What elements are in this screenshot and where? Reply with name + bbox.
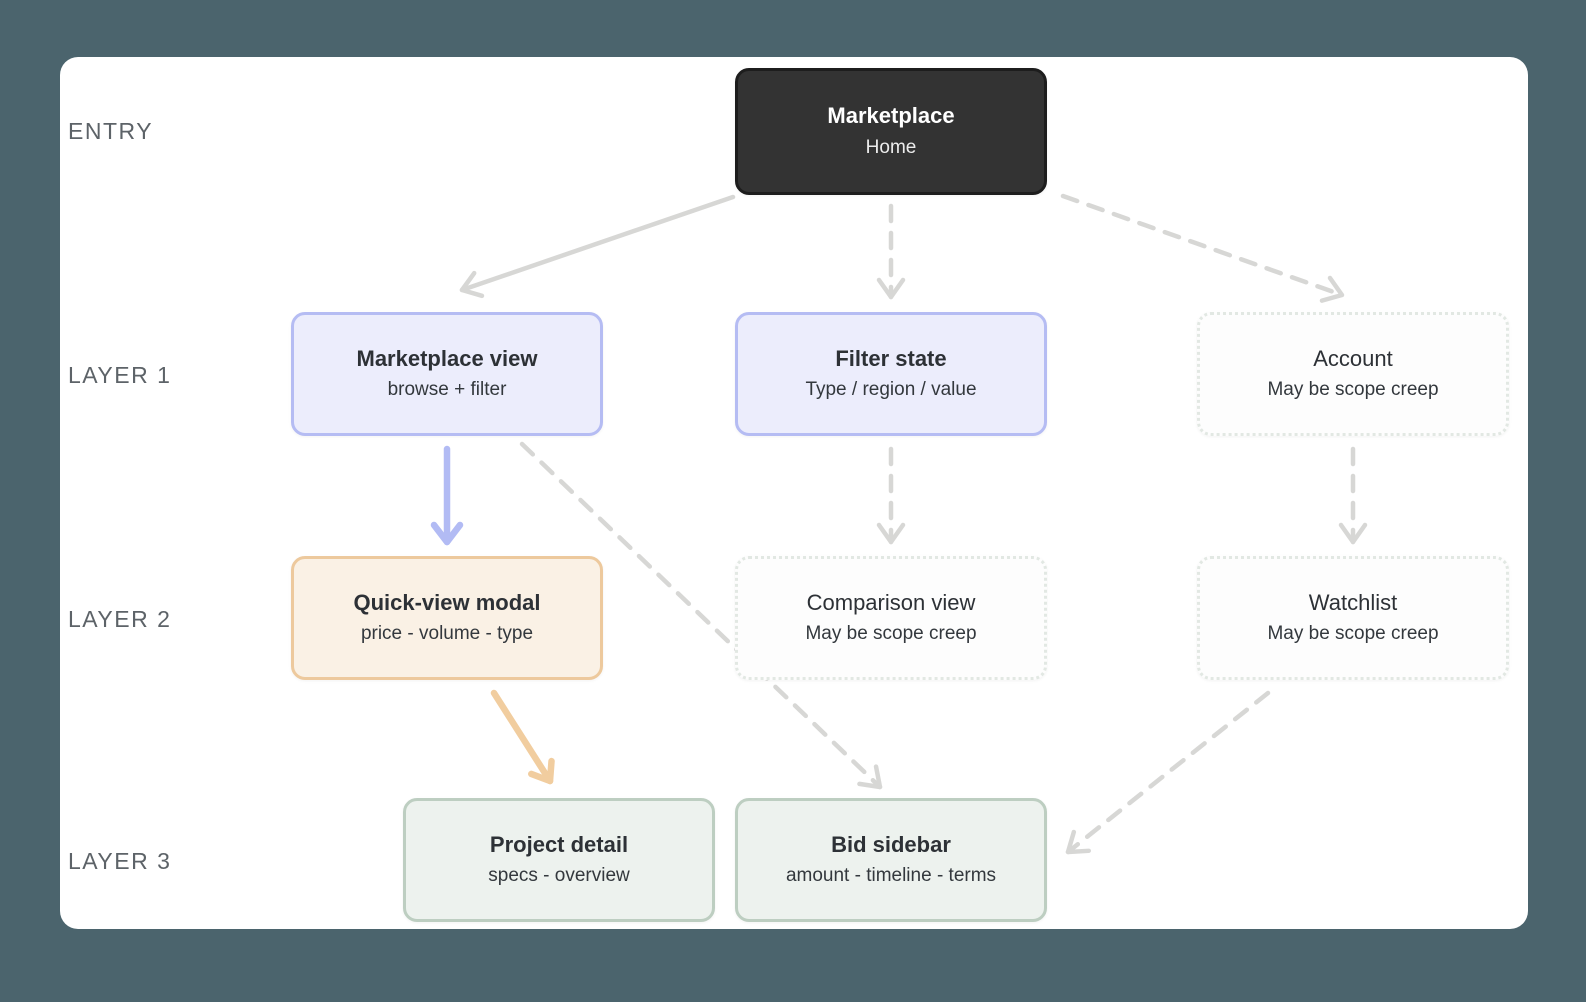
node-project-detail-title: Project detail (489, 831, 629, 857)
node-marketplace-home: Marketplace Home (735, 68, 1047, 195)
node-marketplace-view-subtitle: browse + filter (387, 379, 507, 401)
node-comparison-view: Comparison view May be scope creep (735, 556, 1047, 680)
node-bid-sidebar-subtitle: amount - timeline - terms (785, 865, 997, 887)
node-bid-sidebar-title: Bid sidebar (831, 831, 951, 857)
node-marketplace-view-title: Marketplace view (356, 345, 538, 371)
node-project-detail-subtitle: specs - overview (488, 865, 630, 887)
node-comparison-view-title: Comparison view (806, 589, 976, 615)
node-quick-view-modal-subtitle: price - volume - type (360, 623, 534, 645)
node-marketplace-home-subtitle: Home (865, 136, 917, 158)
node-project-detail: Project detail specs - overview (403, 798, 715, 922)
node-comparison-view-subtitle: May be scope creep (805, 623, 977, 645)
node-marketplace-view: Marketplace view browse + filter (291, 312, 603, 436)
node-watchlist-subtitle: May be scope creep (1267, 623, 1439, 645)
node-marketplace-home-title: Marketplace (827, 103, 955, 129)
row-label-layer-3: LAYER 3 (68, 848, 172, 874)
node-account-subtitle: May be scope creep (1267, 379, 1439, 401)
row-label-layer-2: LAYER 2 (68, 606, 172, 632)
node-account: Account May be scope creep (1197, 312, 1509, 436)
node-quick-view-modal: Quick-view modal price - volume - type (291, 556, 603, 680)
row-label-layer-1: LAYER 1 (68, 362, 172, 388)
node-filter-state-subtitle: Type / region / value (805, 379, 977, 401)
node-watchlist-title: Watchlist (1308, 589, 1398, 615)
node-account-title: Account (1313, 345, 1393, 371)
node-bid-sidebar: Bid sidebar amount - timeline - terms (735, 798, 1047, 922)
node-watchlist: Watchlist May be scope creep (1197, 556, 1509, 680)
row-label-entry: ENTRY (68, 118, 154, 144)
node-filter-state: Filter state Type / region / value (735, 312, 1047, 436)
node-filter-state-title: Filter state (835, 345, 947, 371)
node-quick-view-modal-title: Quick-view modal (353, 589, 541, 615)
